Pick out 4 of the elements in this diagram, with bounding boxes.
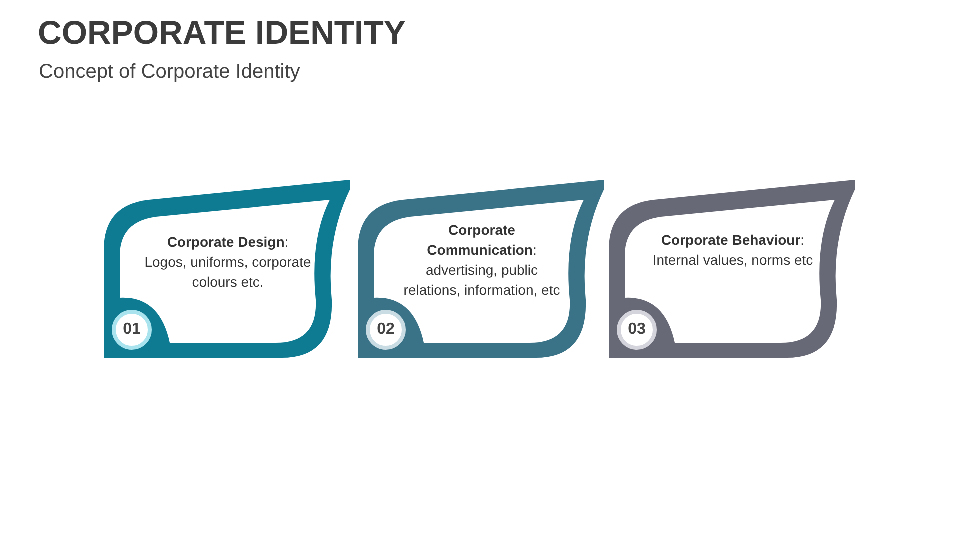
card-text: Corporate Design: Logos, uniforms, corporate colours etc.: [144, 233, 312, 292]
card-text: Corporate Behaviour: Internal values, norms etc: [652, 231, 814, 270]
subtitle: Concept of Corporate Identity: [39, 61, 300, 84]
title: CORPORATE IDENTITY: [38, 14, 406, 52]
